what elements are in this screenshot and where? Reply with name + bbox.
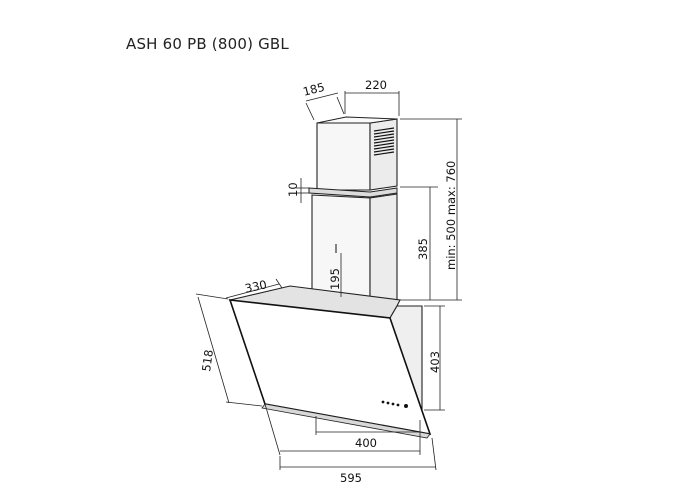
hood-body xyxy=(228,285,432,439)
dim-text-195: 195 xyxy=(328,268,342,290)
dim-text-403: 403 xyxy=(428,351,442,373)
product-title: ASH 60 PB (800) GBL xyxy=(126,35,289,53)
dim-text-385: 385 xyxy=(416,238,430,260)
dim-text-220: 220 xyxy=(365,78,387,92)
dim-text-10: 10 xyxy=(286,182,300,197)
control-buttons xyxy=(381,400,408,408)
dim-text-518: 518 xyxy=(199,349,216,373)
dim-lower-chimney: 385 xyxy=(400,186,438,300)
dim-top-depth: 330 xyxy=(225,277,283,299)
vent-grille xyxy=(373,127,395,156)
dim-gap: 10 xyxy=(286,178,309,203)
upper-chimney xyxy=(316,116,398,191)
lower-chimney xyxy=(311,193,398,301)
dim-chimney-depth: 185 xyxy=(301,80,345,121)
dim-mount-offset: 195 xyxy=(328,253,342,297)
dim-chimney-width: 220 xyxy=(344,78,400,116)
dim-total-width: 595 xyxy=(279,437,437,485)
dim-chimney-height: min: 500 max: 760 xyxy=(400,118,462,301)
dim-hood-slant: 518 xyxy=(195,293,263,407)
dim-text-595: 595 xyxy=(340,471,362,485)
dim-text-185: 185 xyxy=(301,80,326,99)
dim-inner-width: 400 xyxy=(264,403,421,456)
dim-hood-height: 403 xyxy=(424,305,445,411)
dim-text-330: 330 xyxy=(244,277,268,295)
dim-text-400: 400 xyxy=(355,436,377,450)
dim-text-height: min: 500 max: 760 xyxy=(444,161,458,270)
